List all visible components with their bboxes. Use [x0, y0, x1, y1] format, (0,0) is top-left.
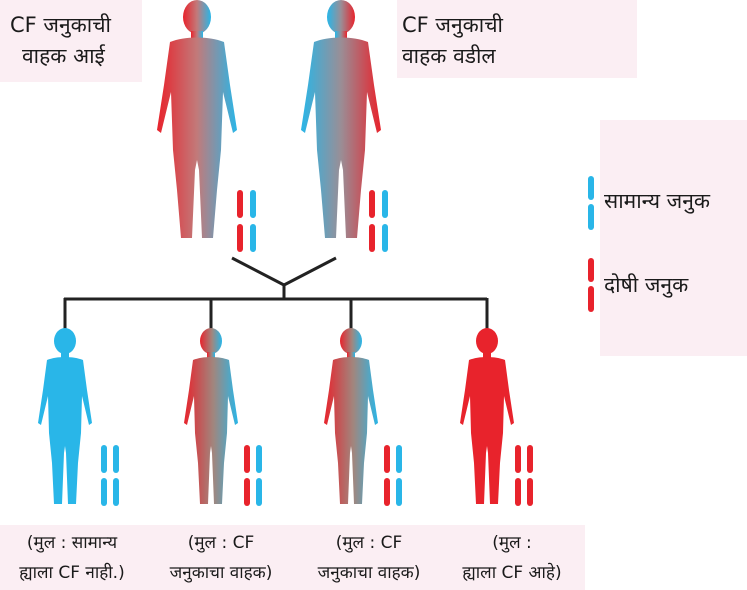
father-label-line1: CF जनुकाची [402, 10, 503, 41]
legend-normal-chromosome-icon [588, 176, 594, 230]
mother-figure [157, 0, 237, 238]
child-carrier-chromosomes [244, 445, 262, 506]
mother-label-line1: CF जनुकाची [10, 10, 111, 41]
child-caption-line2: जनुकाचा वाहक) [289, 558, 449, 588]
child-caption-line2: जनुकाचा वाहक) [141, 558, 301, 588]
child-caption-line1: (मुल : CF [289, 528, 449, 558]
legend-faulty-label: दोषी जनुक [604, 270, 688, 301]
legend-normal-label: सामान्य जनुक [604, 186, 710, 217]
child-carrier-figure [324, 328, 378, 504]
legend-faulty-chromosome-icon [588, 258, 594, 312]
child-caption-line2: ह्याला CF आहे) [437, 558, 587, 588]
child-normal-chromosomes [101, 445, 119, 506]
child-caption: (मुल : CF जनुकाचा वाहक) [141, 528, 301, 588]
child-carrier-chromosomes [384, 445, 402, 506]
child-caption-line1: (मुल : [437, 528, 587, 558]
father-label-line2: वाहक वडील [402, 41, 503, 72]
child-normal-figure [38, 328, 92, 504]
father-label: CF जनुकाची वाहक वडील [402, 10, 503, 72]
mother-label: CF जनुकाची वाहक आई [10, 10, 111, 72]
child-caption-line1: (मुल : CF [141, 528, 301, 558]
child-carrier-figure [184, 328, 238, 504]
mother-label-line2: वाहक आई [10, 41, 111, 72]
father-chromosomes [369, 190, 388, 252]
child-caption: (मुल : CF जनुकाचा वाहक) [289, 528, 449, 588]
pedigree-lines [64, 258, 487, 330]
child-caption: (मुल : सामान्य ह्याला CF नाही.) [0, 528, 152, 588]
mother-chromosomes [237, 190, 256, 252]
child-caption: (मुल : ह्याला CF आहे) [437, 528, 587, 588]
child-affected-chromosomes [515, 445, 533, 506]
child-caption-line2: ह्याला CF नाही.) [0, 558, 152, 588]
child-caption-line1: (मुल : सामान्य [0, 528, 152, 558]
child-affected-figure [460, 328, 514, 504]
